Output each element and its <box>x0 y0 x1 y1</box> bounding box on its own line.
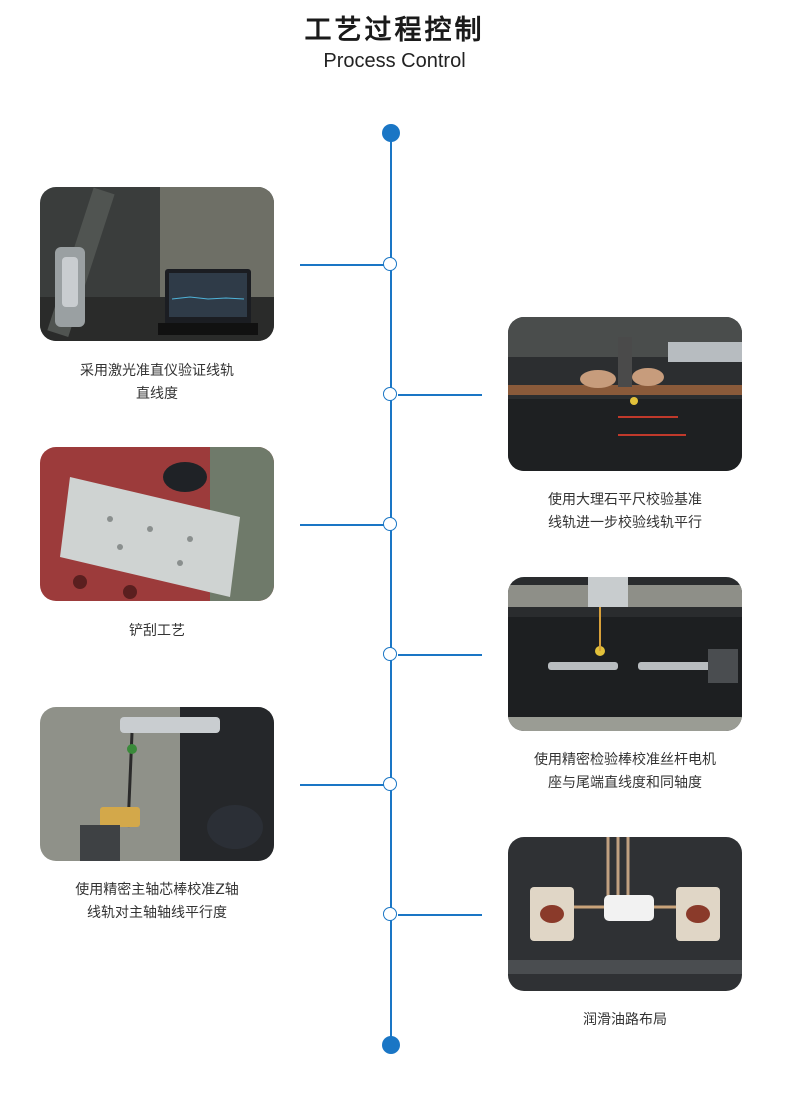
step-3-caption-line1: 铲刮工艺 <box>129 623 185 639</box>
step-4-connector <box>398 654 482 656</box>
step-6-caption: 润滑油路布局 <box>495 1009 755 1032</box>
step-4-photo <box>508 577 742 731</box>
step-4-caption-line2: 座与尾端直线度和同轴度 <box>548 775 702 791</box>
step-5-photo <box>40 707 274 861</box>
step-2-photo <box>508 317 742 471</box>
step-6-connector <box>398 914 482 916</box>
step-3-connector <box>300 524 384 526</box>
step-6-caption-line1: 润滑油路布局 <box>583 1012 667 1028</box>
timeline-axis <box>390 133 392 1046</box>
step-1-node <box>383 257 397 271</box>
step-1-caption: 采用激光准直仪验证线轨 直线度 <box>27 360 287 406</box>
step-4-caption: 使用精密检验棒校准丝杆电机 座与尾端直线度和同轴度 <box>495 749 755 795</box>
step-6-node <box>383 907 397 921</box>
step-1-caption-line1: 采用激光准直仪验证线轨 <box>80 363 234 379</box>
step-4-node <box>383 647 397 661</box>
step-6-photo <box>508 837 742 991</box>
step-2-caption-line2: 线轨进一步校验线轨平行 <box>548 515 702 531</box>
step-3-node <box>383 517 397 531</box>
step-2-connector <box>398 394 482 396</box>
step-1-photo <box>40 187 274 341</box>
step-2-caption-line1: 使用大理石平尺校验基准 <box>548 492 702 508</box>
page-subtitle: Process Control <box>323 50 466 72</box>
step-1-caption-line2: 直线度 <box>136 386 178 402</box>
timeline-end-dot <box>382 1036 400 1054</box>
step-2-caption: 使用大理石平尺校验基准 线轨进一步校验线轨平行 <box>495 489 755 535</box>
page-title: 工艺过程控制 <box>304 15 485 46</box>
step-4-caption-line1: 使用精密检验棒校准丝杆电机 <box>534 752 716 768</box>
step-3-photo <box>40 447 274 601</box>
step-2-node <box>383 387 397 401</box>
step-3-caption: 铲刮工艺 <box>27 620 287 643</box>
timeline-start-dot <box>382 124 400 142</box>
step-5-node <box>383 777 397 791</box>
step-5-caption-line2: 线轨对主轴轴线平行度 <box>87 905 227 921</box>
step-1-connector <box>300 264 384 266</box>
step-5-caption-line1: 使用精密主轴芯棒校准Z轴 <box>75 882 239 898</box>
step-5-caption: 使用精密主轴芯棒校准Z轴 线轨对主轴轴线平行度 <box>27 879 287 925</box>
step-5-connector <box>300 784 384 786</box>
